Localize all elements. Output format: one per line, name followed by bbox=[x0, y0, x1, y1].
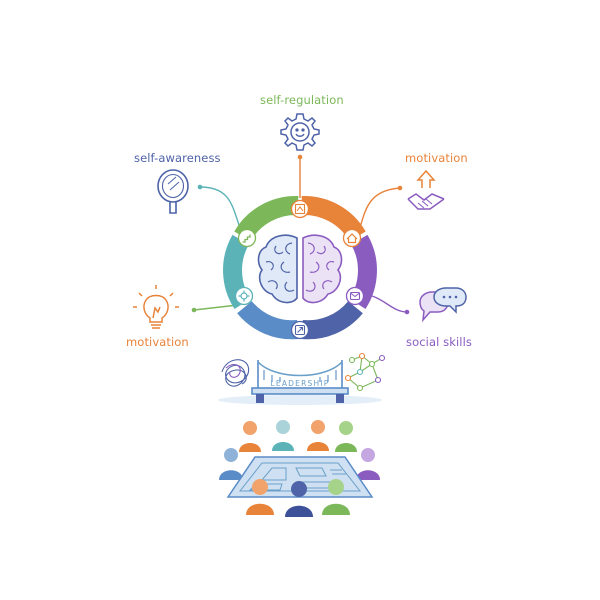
connector-upper-right-dot bbox=[397, 185, 403, 191]
brain-left-hemisphere bbox=[257, 234, 298, 304]
hand-mirror-icon bbox=[157, 169, 189, 214]
network-icon bbox=[344, 352, 386, 392]
ring-node-lower-right-icon bbox=[345, 286, 365, 306]
handshake-arrow-icon bbox=[407, 169, 445, 210]
ring-node-upper-left-icon bbox=[237, 228, 257, 248]
label-motivation-right: motivation bbox=[405, 151, 468, 165]
bridge-leadership-text: LEADERSHIP bbox=[271, 379, 330, 388]
connectors bbox=[191, 154, 410, 315]
person-orange-front bbox=[246, 479, 274, 515]
ring-segment-navy bbox=[301, 300, 363, 340]
label-motivation-left: motivation bbox=[126, 335, 189, 349]
ring-node-upper-right-icon bbox=[342, 228, 362, 248]
person-green-back bbox=[335, 421, 357, 452]
tangle-icon bbox=[221, 359, 250, 387]
bridge-structure bbox=[251, 360, 349, 403]
brain-right-hemisphere bbox=[302, 234, 343, 304]
label-social-skills: social skills bbox=[406, 335, 472, 349]
person-purple-right bbox=[356, 448, 380, 480]
bridge-water-shadow bbox=[218, 395, 382, 405]
person-navy-front bbox=[285, 481, 313, 517]
ring-node-lower-left-icon bbox=[234, 286, 254, 306]
leadership-bridge: LEADERSHIP bbox=[218, 352, 386, 405]
side-people bbox=[219, 448, 380, 480]
ring-node-top-icon bbox=[290, 199, 310, 219]
segmented-ring bbox=[223, 195, 377, 340]
connector-upper-left-dot bbox=[197, 184, 203, 190]
chat-bubbles-icon bbox=[419, 287, 467, 323]
connector-top-dot bbox=[297, 154, 303, 160]
person-orange-back-left bbox=[239, 421, 261, 452]
connector-lower-left bbox=[193, 304, 239, 311]
label-self-regulation: self-regulation bbox=[260, 93, 344, 107]
brain-icon bbox=[257, 234, 343, 304]
back-row-people bbox=[239, 420, 357, 452]
connector-upper-left bbox=[199, 186, 241, 229]
ring-segment-blue bbox=[237, 300, 299, 340]
connector-upper-right bbox=[359, 187, 401, 229]
ring-node-bottom-icon bbox=[290, 320, 310, 340]
person-green-front bbox=[322, 479, 350, 515]
brain-right-folds bbox=[305, 242, 335, 292]
person-blue-left bbox=[219, 448, 243, 480]
brain-left-folds bbox=[265, 242, 295, 292]
label-self-awareness: self-awareness bbox=[134, 151, 221, 165]
connector-lower-left-dot bbox=[191, 307, 197, 313]
connector-lower-right-dot bbox=[404, 309, 410, 315]
team-meeting-illustration bbox=[219, 420, 380, 517]
front-row-people bbox=[246, 479, 350, 517]
gear-smile-icon bbox=[280, 113, 320, 151]
person-orange-back-right bbox=[307, 420, 329, 451]
ring-node-icons bbox=[234, 199, 365, 340]
lightbulb-icon bbox=[133, 285, 179, 329]
person-teal-back bbox=[272, 420, 294, 451]
